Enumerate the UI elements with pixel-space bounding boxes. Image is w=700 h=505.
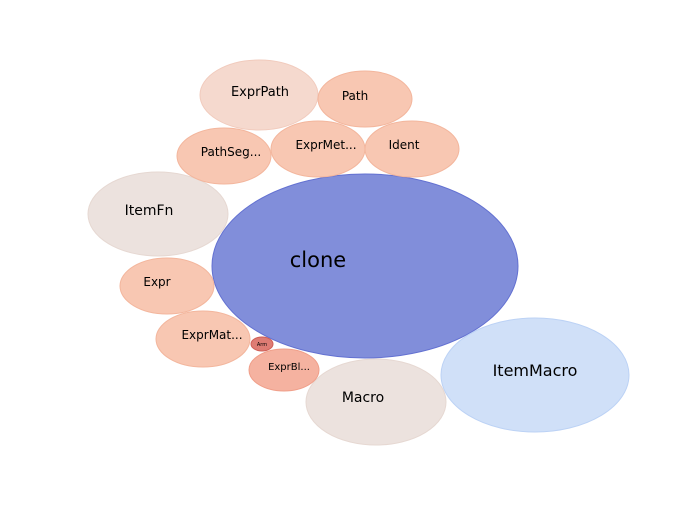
bubble-exprbl-circle	[248, 348, 320, 392]
bubble-exprmet: ExprMet...	[270, 120, 366, 178]
bubble-pathseg-circle	[176, 127, 272, 185]
bubble-macro: Macro	[305, 358, 447, 446]
bubble-arm-label: Arm	[257, 342, 267, 348]
bubble-pathseg-label: PathSeg...	[201, 145, 261, 159]
bubble-ident-circle	[364, 120, 460, 178]
bubble-itemfn-circle	[87, 171, 229, 257]
bubble-itemmacro-label: ItemMacro	[493, 361, 578, 380]
bubble-exprbl: ExprBl...	[248, 348, 320, 392]
bubble-macro-label: Macro	[342, 390, 384, 406]
bubble-exprmat-circle	[155, 310, 251, 368]
bubble-exprbl-label: ExprBl...	[268, 362, 310, 373]
bubble-exprmat: ExprMat...	[155, 310, 251, 368]
bubble-macro-circle	[305, 358, 447, 446]
bubble-arm-circle	[250, 336, 274, 352]
bubble-itemfn-label: ItemFn	[125, 203, 174, 219]
bubble-exprpath-label: ExprPath	[231, 85, 289, 100]
bubble-path-circle	[317, 70, 413, 128]
bubble-clone-label: clone	[290, 248, 346, 272]
bubble-exprpath: ExprPath	[199, 59, 319, 131]
bubble-pathseg: PathSeg...	[176, 127, 272, 185]
bubble-clone-circle	[211, 173, 519, 359]
bubble-ident: Ident	[364, 120, 460, 178]
bubble-expr-label: Expr	[143, 275, 170, 289]
bubble-itemmacro-circle	[440, 317, 630, 433]
bubble-exprmet-label: ExprMet...	[295, 138, 356, 152]
bubble-path-label: Path	[342, 89, 368, 103]
bubble-clone: clone	[211, 173, 519, 359]
bubble-exprmat-label: ExprMat...	[181, 328, 242, 342]
bubble-itemfn: ItemFn	[87, 171, 229, 257]
bubble-path: Path	[317, 70, 413, 128]
bubble-ident-label: Ident	[389, 138, 420, 152]
bubble-expr-circle	[119, 257, 215, 315]
bubble-itemmacro: ItemMacro	[440, 317, 630, 433]
bubble-arm: Arm	[250, 336, 274, 352]
bubble-expr: Expr	[119, 257, 215, 315]
